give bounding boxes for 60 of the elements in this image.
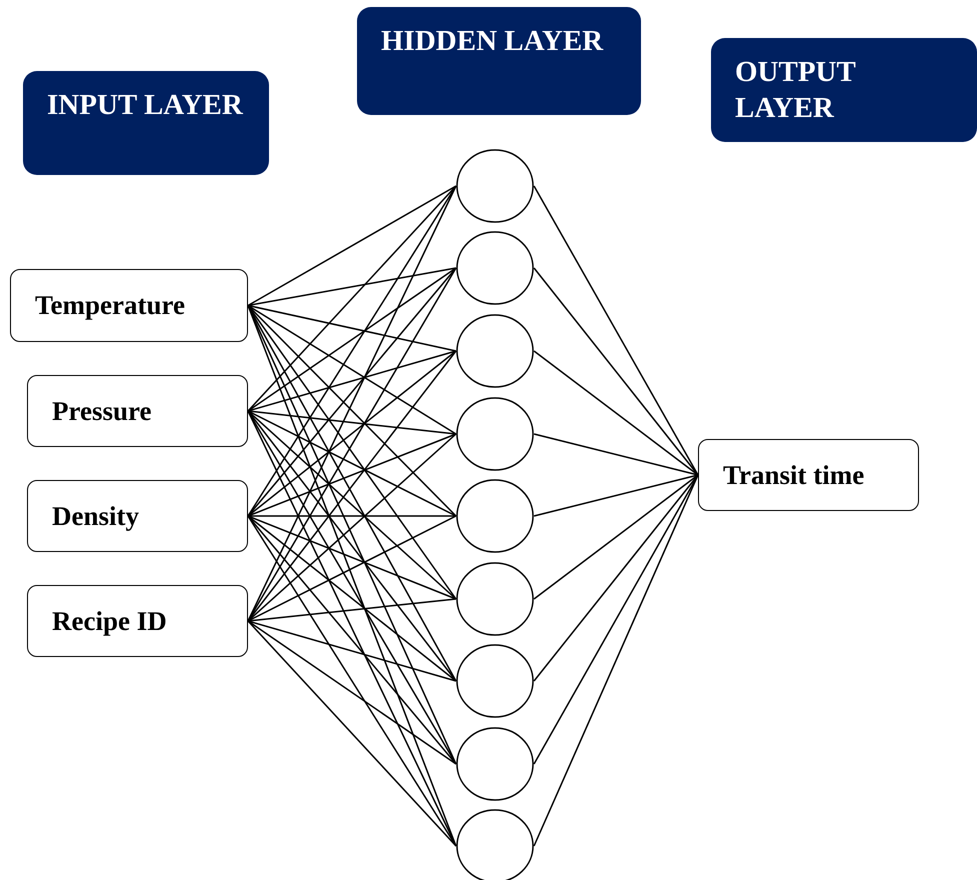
connection-line [248, 410, 456, 600]
connection-line [534, 474, 698, 600]
layer-header [23, 71, 269, 175]
connection-line [534, 433, 698, 476]
connection-line [248, 620, 456, 682]
neuron-circle [456, 644, 534, 718]
connection-line [248, 410, 456, 435]
node-label: Density [52, 500, 139, 532]
connection-line [247, 268, 457, 516]
neuron-circle [456, 562, 534, 636]
connection-line [533, 474, 699, 846]
node-label: Temperature [35, 290, 185, 321]
neuron-circle [456, 727, 534, 801]
connection-line [534, 474, 698, 517]
connection-line [248, 515, 456, 682]
connection-line [248, 515, 456, 517]
connection-line [248, 433, 456, 517]
connection-line [248, 267, 456, 412]
layer-header [711, 38, 977, 142]
neuron-circle [456, 231, 534, 305]
connection-line [247, 186, 457, 412]
node-label: Recipe ID [52, 606, 167, 636]
connection-line [247, 516, 457, 846]
node-label: Transit time [723, 460, 864, 490]
neuron-circle [456, 479, 534, 553]
connection-line [248, 267, 456, 306]
connection-line [533, 268, 699, 476]
connection-line [248, 304, 456, 435]
connection-line [248, 410, 456, 517]
node-label: OUTPUT LAYER [735, 56, 856, 124]
connection-line [247, 410, 457, 846]
neuron-circle [456, 149, 534, 223]
connection-line [248, 304, 456, 352]
feature-box [27, 480, 248, 552]
connection-line [248, 620, 456, 765]
feature-box [10, 269, 248, 342]
connection-line [248, 185, 456, 306]
feature-box [27, 375, 248, 447]
connection-line [248, 515, 456, 600]
neuron-circle [456, 397, 534, 471]
layer-header [357, 7, 641, 115]
connection-line [534, 350, 698, 476]
connection-line [248, 598, 456, 622]
neuron-circle [456, 314, 534, 388]
connection-line [247, 620, 457, 846]
connection-line [248, 433, 456, 622]
connection-line [247, 304, 457, 517]
connection-line [248, 350, 456, 517]
connection-line [533, 474, 699, 682]
connection-line [248, 350, 456, 412]
connection-line [247, 516, 457, 764]
node-label: Pressure [52, 396, 152, 426]
connection-line [533, 186, 699, 476]
connection-line [248, 515, 456, 622]
feature-box [698, 439, 919, 511]
connection-line [247, 186, 457, 622]
feature-box [27, 585, 248, 657]
connection-line [247, 186, 457, 516]
node-label: HIDDEN LAYER [381, 25, 604, 57]
node-label: INPUT LAYER [47, 89, 243, 121]
